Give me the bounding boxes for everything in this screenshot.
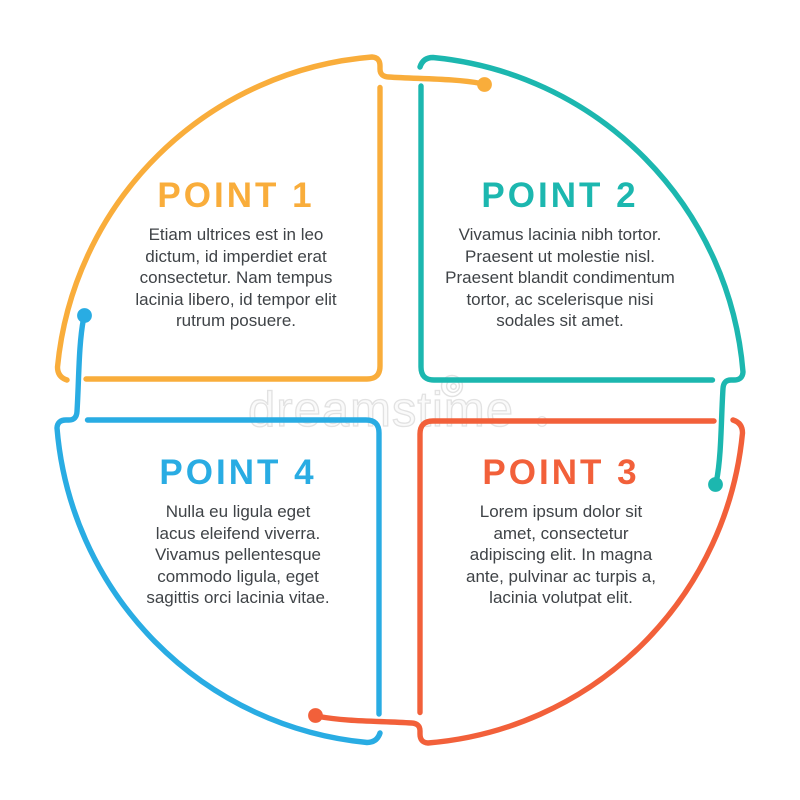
point-4-block: POINT 4 Nulla eu ligula eget lacus eleif… (88, 455, 388, 609)
point-2-body: Vivamus lacinia nibh tortor. Praesent ut… (445, 225, 675, 331)
point-1-title: POINT 1 (157, 176, 315, 215)
point-2-block: POINT 2 Vivamus lacinia nibh tortor. Pra… (410, 178, 710, 332)
point-4-title: POINT 4 (159, 453, 317, 492)
point-3-block: POINT 3 Lorem ipsum dolor sit amet, cons… (411, 455, 711, 609)
point-1-body: Etiam ultrices est in leo dictum, id imp… (135, 225, 337, 331)
point-1-block: POINT 1 Etiam ultrices est in leo dictum… (86, 178, 386, 332)
point-3-body: Lorem ipsum dolor sit amet, consectetur … (466, 502, 656, 608)
point-2-title: POINT 2 (481, 176, 639, 215)
point-4-body: Nulla eu ligula eget lacus eleifend vive… (146, 502, 330, 608)
point-3-title: POINT 3 (482, 453, 640, 492)
